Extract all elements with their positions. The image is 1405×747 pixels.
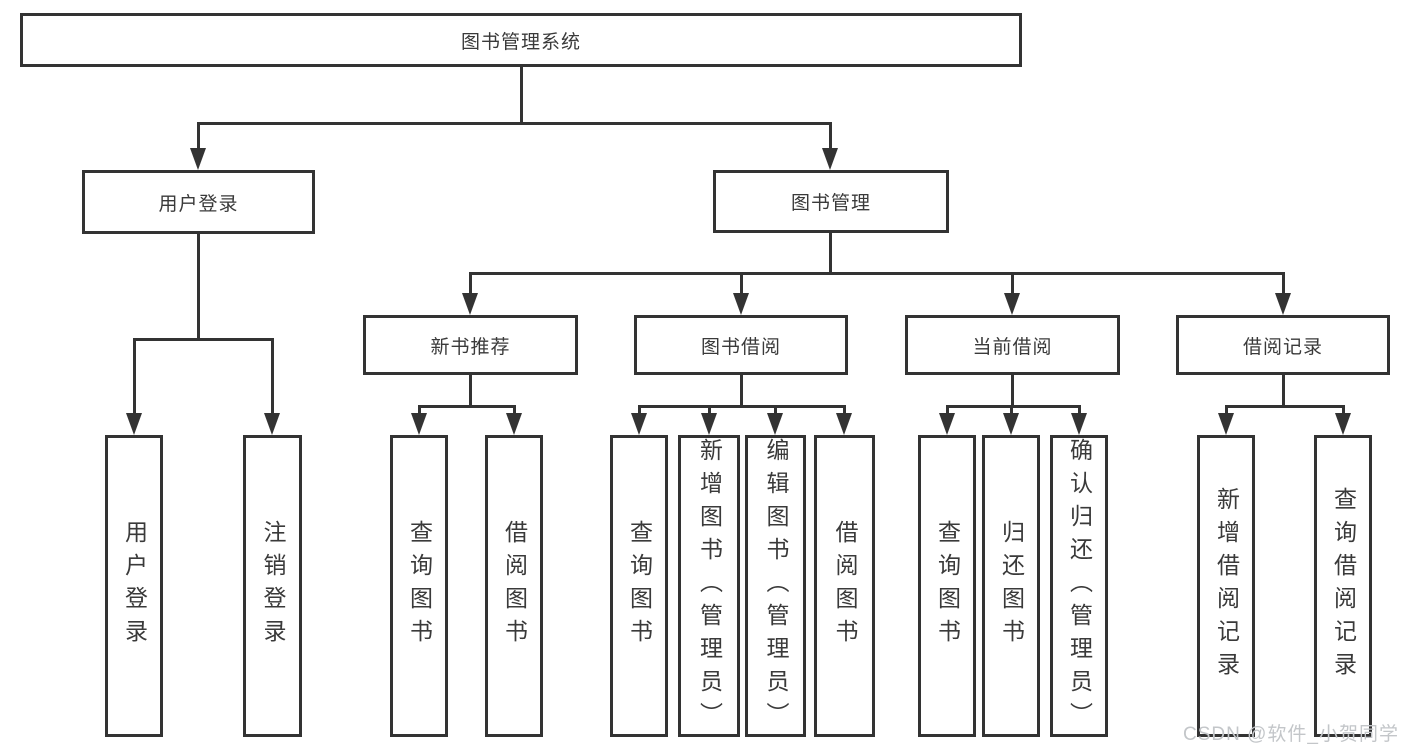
leaf-label: 编辑图书（管理员）: [763, 438, 789, 735]
arrow-down-icon: [264, 413, 280, 435]
node-user-login: 用户登录: [82, 170, 315, 234]
connector-line: [197, 122, 200, 148]
leaf-label: 归还图书: [998, 520, 1025, 652]
node-label: 用户登录: [158, 193, 239, 215]
node-label: 新书推荐: [430, 336, 511, 358]
connector-line: [198, 122, 832, 125]
arrow-down-icon: [701, 413, 717, 435]
node-book-borrowing: 图书借阅: [634, 315, 848, 375]
node-label: 图书管理系统: [460, 31, 581, 53]
node-library-management-system: 图书管理系统: [20, 13, 1022, 67]
connector-line: [638, 405, 846, 408]
connector-line: [1342, 405, 1345, 413]
node-new-book-recommendation: 新书推荐: [363, 315, 578, 375]
connector-line: [133, 338, 274, 341]
leaf-label: 借阅图书: [501, 520, 528, 652]
node-label: 图书管理: [790, 193, 871, 214]
leaf-label: 确认归还（管理员）: [1066, 438, 1093, 735]
connector-line: [946, 405, 1080, 408]
connector-line: [1078, 405, 1081, 413]
leaf-add-book-admin: 新增图书（管理员）: [678, 435, 740, 737]
node-book-management: 图书管理: [713, 170, 949, 233]
connector-line: [1010, 405, 1013, 413]
arrow-down-icon: [411, 413, 427, 435]
connector-line: [829, 122, 832, 148]
connector-line: [946, 405, 949, 413]
leaf-query-books-current: 查询图书: [918, 435, 976, 737]
arrow-down-icon: [190, 148, 206, 170]
connector-line: [1282, 272, 1285, 293]
leaf-query-books-recommend: 查询图书: [390, 435, 448, 737]
connector-line: [271, 338, 274, 413]
leaf-logout: 注销登录: [243, 435, 302, 737]
leaf-label: 用户登录: [121, 520, 148, 652]
connector-line: [1225, 405, 1228, 413]
connector-line: [520, 67, 523, 122]
leaf-query-borrow-record: 查询借阅记录: [1314, 435, 1372, 737]
leaf-borrow-books-recommend: 借阅图书: [485, 435, 543, 737]
connector-line: [829, 233, 832, 272]
connector-line: [1225, 405, 1345, 408]
leaf-query-books-borrowing: 查询图书: [610, 435, 668, 737]
arrow-down-icon: [506, 413, 522, 435]
arrow-down-icon: [1004, 293, 1020, 315]
node-current-borrowing: 当前借阅: [905, 315, 1120, 375]
leaf-label: 查询借阅记录: [1330, 487, 1357, 685]
arrow-down-icon: [1003, 413, 1019, 435]
arrow-down-icon: [836, 413, 852, 435]
leaf-label: 新增图书（管理员）: [696, 438, 723, 735]
leaf-label: 查询图书: [406, 520, 433, 652]
connector-line: [469, 375, 472, 405]
connector-line: [1011, 375, 1014, 405]
connector-line: [197, 234, 200, 338]
leaf-borrow-books-borrowing: 借阅图书: [814, 435, 875, 737]
arrow-down-icon: [1071, 413, 1087, 435]
connector-line: [1282, 375, 1285, 405]
leaf-label: 注销登录: [260, 520, 286, 652]
leaf-label: 借阅图书: [832, 520, 858, 652]
leaf-label: 新增借阅记录: [1213, 487, 1240, 685]
connector-line: [418, 405, 516, 408]
connector-line: [133, 338, 136, 413]
leaf-confirm-return-admin: 确认归还（管理员）: [1050, 435, 1108, 737]
arrow-down-icon: [733, 293, 749, 315]
node-label: 图书借阅: [700, 336, 781, 358]
arrow-down-icon: [767, 413, 783, 435]
connector-line: [513, 405, 516, 413]
arrow-down-icon: [462, 293, 478, 315]
connector-line: [469, 272, 1284, 275]
leaf-edit-book-admin: 编辑图书（管理员）: [745, 435, 806, 737]
leaf-add-borrow-record: 新增借阅记录: [1197, 435, 1255, 737]
csdn-watermark: CSDN @软件_小贺同学: [1183, 724, 1399, 745]
leaf-label: 查询图书: [626, 520, 653, 652]
arrow-down-icon: [1275, 293, 1291, 315]
leaf-label: 查询图书: [934, 520, 961, 652]
leaf-user-login: 用户登录: [105, 435, 163, 737]
arrow-down-icon: [1218, 413, 1234, 435]
connector-line: [843, 405, 846, 413]
leaf-return-books: 归还图书: [982, 435, 1040, 737]
node-borrowing-records: 借阅记录: [1176, 315, 1390, 375]
node-label: 借阅记录: [1242, 336, 1323, 358]
node-label: 当前借阅: [972, 336, 1053, 358]
arrow-down-icon: [631, 413, 647, 435]
arrow-down-icon: [939, 413, 955, 435]
arrow-down-icon: [126, 413, 142, 435]
connector-line: [774, 405, 777, 413]
arrow-down-icon: [1335, 413, 1351, 435]
connector-line: [740, 272, 743, 293]
connector-line: [708, 405, 711, 413]
arrow-down-icon: [822, 148, 838, 170]
connector-line: [469, 272, 472, 293]
connector-line: [1011, 272, 1014, 293]
connector-line: [740, 375, 743, 405]
connector-line: [638, 405, 641, 413]
connector-line: [418, 405, 421, 413]
